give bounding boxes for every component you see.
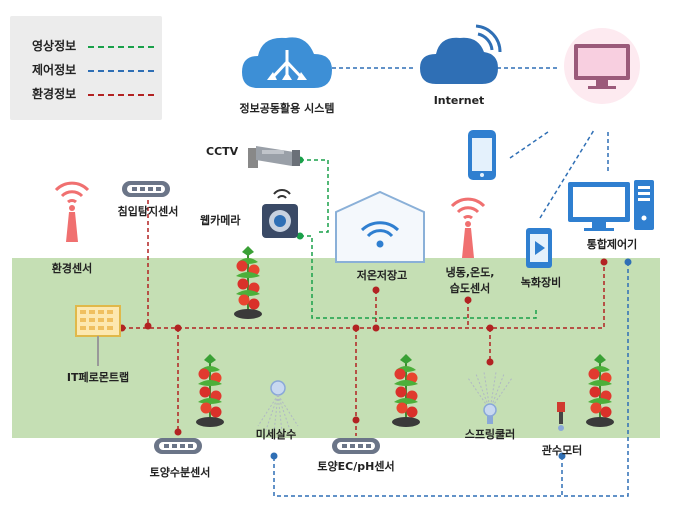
pheromone-trap-icon	[75, 305, 121, 366]
freeze-sensor-label-line1: 냉동,온도,	[445, 266, 495, 279]
legend-item-control: 제어정보	[10, 60, 162, 80]
env-main-line	[80, 262, 605, 329]
monitor-icon	[564, 28, 640, 104]
webcam-label: 웹카메라	[200, 214, 241, 227]
soil-ec-ph-label: 토양EC/pH센서	[317, 460, 395, 473]
legend-label: 환경정보	[32, 87, 77, 101]
recorder-icon	[526, 228, 552, 268]
controller-computer-icon	[568, 180, 654, 231]
legend-line-red	[88, 94, 154, 96]
pheromone-trap-label: IT페로몬트랩	[66, 371, 130, 384]
environment-sensor-label: 환경센서	[51, 262, 93, 275]
cctv-camera-icon	[248, 146, 300, 168]
legend: 영상정보 제어정보 환경정보	[10, 16, 162, 120]
intrusion-sensor-icon	[122, 181, 170, 197]
irrigation-motor-icon	[557, 402, 565, 431]
cold-storage-icon	[335, 190, 425, 263]
soil-moisture-label: 토양수분센서	[149, 466, 211, 479]
mist-spray-label: 미세살수	[255, 428, 297, 441]
link-phone-monitor	[509, 131, 549, 159]
legend-item-video: 영상정보	[10, 36, 162, 56]
legend-label: 제어정보	[32, 63, 77, 77]
soil-moisture-sensor-icon	[154, 438, 202, 454]
legend-line-green	[88, 46, 154, 48]
freeze-sensor-icon	[450, 197, 486, 260]
field-area	[12, 258, 660, 438]
legend-label: 영상정보	[32, 39, 77, 53]
sprinkler-label: 스프링쿨러	[464, 428, 516, 441]
recorder-label: 녹화장비	[520, 276, 562, 289]
video-line-webcam	[300, 235, 537, 319]
cold-storage-label: 저온저장고	[356, 269, 408, 282]
legend-item-environment: 환경정보	[10, 84, 162, 104]
mist-spray-icon	[257, 380, 299, 433]
smartphone-icon	[468, 130, 496, 180]
info-system-label: 정보공동활용 시스템	[239, 102, 335, 115]
internet-cloud-icon	[420, 24, 502, 84]
legend-line-blue	[88, 70, 154, 72]
internet-label: Internet	[433, 94, 485, 107]
cloud-server-icon	[242, 37, 332, 88]
controller-label: 통합제어기	[586, 238, 638, 251]
video-line-cctv	[300, 159, 329, 233]
soil-ec-ph-sensor-icon	[332, 438, 380, 454]
sprinkler-icon	[467, 371, 513, 424]
intrusion-sensor-label: 침입탐지센서	[117, 205, 179, 218]
webcam-icon	[262, 189, 298, 238]
freeze-sensor-label-line2: 습도센서	[449, 282, 491, 295]
irrigation-motor-label: 관수모터	[541, 444, 583, 457]
link-recorder-monitor	[539, 129, 595, 219]
cctv-label: CCTV	[206, 145, 239, 158]
environment-sensor-icon	[54, 181, 90, 244]
